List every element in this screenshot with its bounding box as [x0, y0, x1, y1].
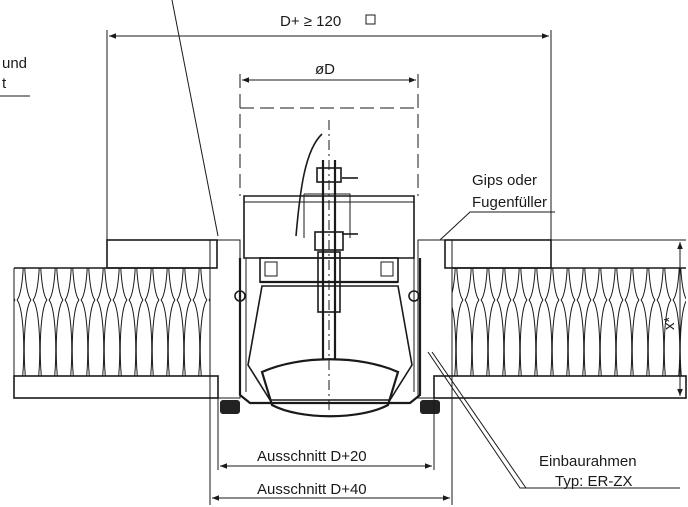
left-label-line1: und [2, 55, 27, 72]
damper-housing [243, 195, 415, 418]
dim-diameter-label: øD [315, 61, 335, 78]
installation-frame [220, 258, 440, 414]
square-symbol-icon [365, 14, 376, 25]
cutout-d20-label: Ausschnitt D+20 [257, 448, 367, 465]
x-star-label: x* [661, 317, 678, 331]
dim-top-label: D+ ≥ 120 [280, 13, 341, 30]
central-spindle [295, 133, 358, 360]
frame-label-line2: Typ: ER-ZX [555, 473, 633, 490]
frame-label-line1: Einbaurahmen [539, 453, 637, 470]
gips-label-line2: Fugenfüller [472, 194, 547, 211]
dimension-lines [106, 30, 686, 505]
left-label-line2: t [2, 75, 7, 92]
lower-board-layer [13, 375, 687, 399]
leader-lines [0, 0, 680, 489]
cutout-d40-label: Ausschnitt D+40 [257, 481, 367, 498]
gips-label-line1: Gips oder [472, 172, 537, 189]
insulation-layer [13, 267, 686, 376]
